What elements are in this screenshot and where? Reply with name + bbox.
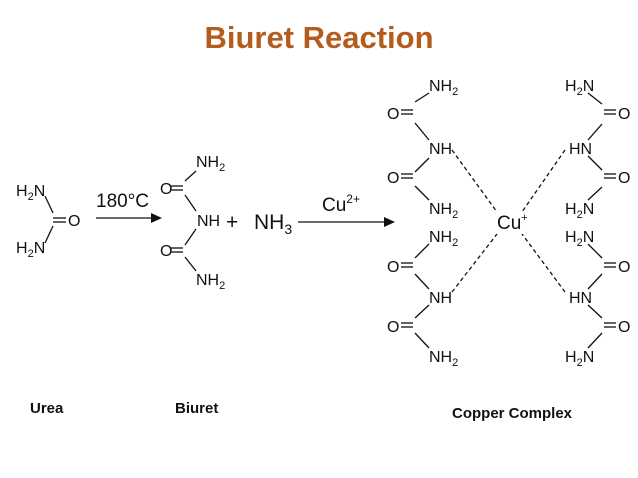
amine-label: NH2: [429, 78, 458, 98]
amine-label: H2N: [565, 349, 594, 369]
oxygen-label: O: [387, 319, 399, 336]
heat-condition: 180°C: [96, 191, 149, 212]
oxygen-label: O: [160, 243, 172, 260]
imine-label: NH: [429, 141, 452, 158]
oxygen-label: O: [68, 213, 80, 230]
biuret-structure: O O NH2 NH NH2: [160, 154, 225, 292]
coordination-bonds: [451, 149, 566, 293]
oxygen-label: O: [387, 259, 399, 276]
amine-label: H2N: [565, 229, 594, 249]
oxygen-label: O: [160, 181, 172, 198]
page-title: Biuret Reaction: [204, 20, 434, 55]
oxygen-label: O: [618, 259, 630, 276]
oxygen-label: O: [387, 170, 399, 187]
oxygen-label: O: [618, 170, 630, 187]
imine-label: NH: [197, 213, 220, 230]
bond: [44, 225, 54, 244]
amine-label: NH2: [429, 201, 458, 221]
amine-label: H2N: [565, 201, 594, 221]
oxygen-label: O: [618, 319, 630, 336]
oxygen-label: O: [387, 106, 399, 123]
complex-left-upper: O O NH2 NH NH2: [387, 78, 458, 221]
oxygen-label: O: [618, 106, 630, 123]
amine-label: NH2: [196, 154, 225, 174]
ammonia-label: NH3: [254, 211, 292, 237]
bond: [44, 195, 54, 214]
biuret-caption: Biuret: [175, 400, 218, 417]
imine-label: HN: [569, 290, 592, 307]
amine-label: NH2: [429, 229, 458, 249]
amine-label: H2N: [16, 183, 45, 203]
amine-label: NH2: [196, 272, 225, 292]
complex-right-upper: O O H2N HN H2N: [565, 78, 630, 221]
imine-label: HN: [569, 141, 592, 158]
catalyst-condition: Cu2+: [322, 192, 360, 216]
copper-complex-caption: Copper Complex: [452, 405, 573, 422]
plus-sign: +: [226, 211, 238, 234]
complex-right-lower: O O H2N HN H2N: [565, 229, 630, 369]
heat-arrow: 180°C: [96, 191, 162, 223]
imine-label: NH: [429, 290, 452, 307]
copper-arrow: Cu2+: [298, 192, 395, 227]
copper-center: Cu+: [497, 212, 528, 234]
urea-structure: H2N H2N O: [16, 183, 80, 260]
urea-caption: Urea: [30, 400, 64, 417]
amine-label: NH2: [429, 349, 458, 369]
amine-label: H2N: [565, 78, 594, 98]
complex-left-lower: O O NH2 NH NH2: [387, 229, 458, 369]
amine-label: H2N: [16, 240, 45, 260]
